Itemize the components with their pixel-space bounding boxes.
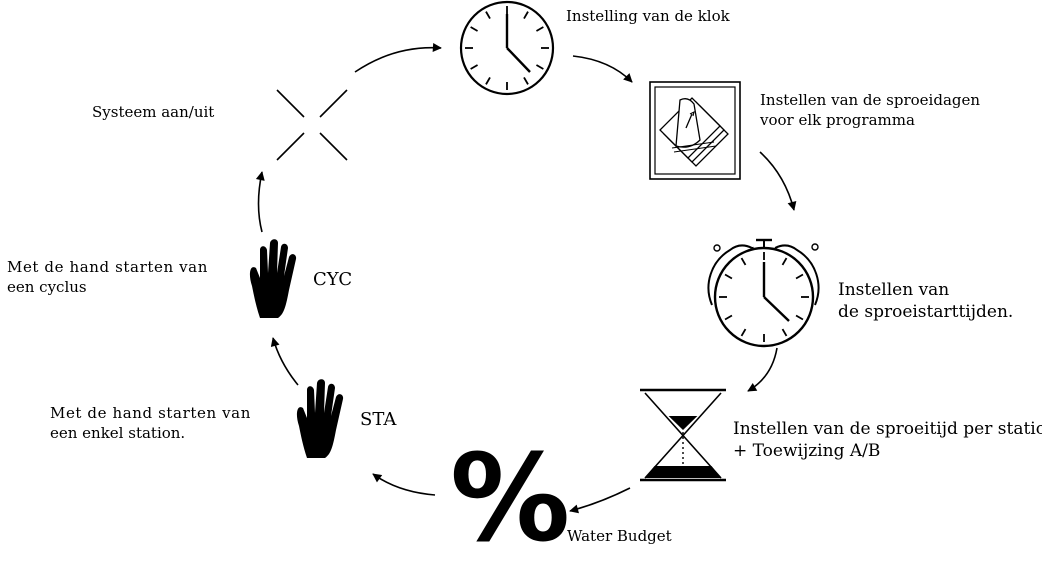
arrow-starttimes-to-runtime <box>747 347 778 392</box>
starttimes-step-label-line2: de sproeistarttijden. <box>838 302 1014 322</box>
water-budget-label: Water Budget <box>567 527 672 545</box>
hand-icon <box>249 239 297 318</box>
manual-cycle-label-line2: een cyclus <box>7 278 87 296</box>
clock-tick <box>740 328 747 337</box>
arrow-system-to-clock <box>354 42 442 73</box>
percent-icon: % <box>450 430 571 569</box>
clock-tick <box>485 11 491 20</box>
arrow-sta-to-cyc <box>270 337 299 386</box>
clock-tick <box>470 64 479 70</box>
clock-tick <box>535 26 544 32</box>
clock-tick <box>523 76 529 85</box>
arrow-clock-to-days <box>572 55 633 83</box>
manual-station-label-line2: een enkel station. <box>50 424 186 442</box>
clock-tick <box>485 76 491 85</box>
starttimes-step-label-line1: Instellen van <box>838 280 950 300</box>
sta-tag: STA <box>360 409 397 430</box>
clock-tick <box>724 273 733 280</box>
clock-tick <box>724 314 733 321</box>
hourglass-icon <box>640 388 726 482</box>
alarm-clock-icon <box>707 238 820 348</box>
wall-clock-icon <box>459 0 555 96</box>
hand-icon <box>296 379 344 458</box>
manual-cycle-label-line1: Met de hand starten van <box>7 258 208 276</box>
clock-tick <box>795 273 804 280</box>
clock-tick <box>781 328 788 337</box>
runtime-step-label-line2: + Toewijzing A/B <box>733 441 881 461</box>
days-step-label-line2: voor elk programma <box>760 111 915 129</box>
arrow-cyc-to-system <box>255 171 265 233</box>
clock-tick <box>740 257 747 266</box>
days-step-label-line1: Instellen van de sproeidagen <box>760 91 981 109</box>
clock-step-label: Instelling van de klok <box>566 7 730 25</box>
runtime-step-label-line1: Instellen van de sproeitijd per station <box>733 419 1042 439</box>
clock-tick <box>523 11 529 20</box>
clock-tick <box>781 257 788 266</box>
cyc-tag: CYC <box>313 269 353 290</box>
arrow-days-to-starttimes <box>759 151 797 211</box>
arrow-budget-to-sta <box>372 473 436 496</box>
off-cross-icon <box>276 89 348 161</box>
clock-tick <box>795 314 804 321</box>
system-onoff-label: Systeem aan/uit <box>92 103 215 121</box>
manual-station-label-line1: Met de hand starten van <box>50 404 251 422</box>
clock-tick <box>535 64 544 70</box>
arrow-runtime-to-budget <box>569 487 631 514</box>
calendar-pages-icon <box>649 81 741 180</box>
clock-tick <box>470 26 479 32</box>
